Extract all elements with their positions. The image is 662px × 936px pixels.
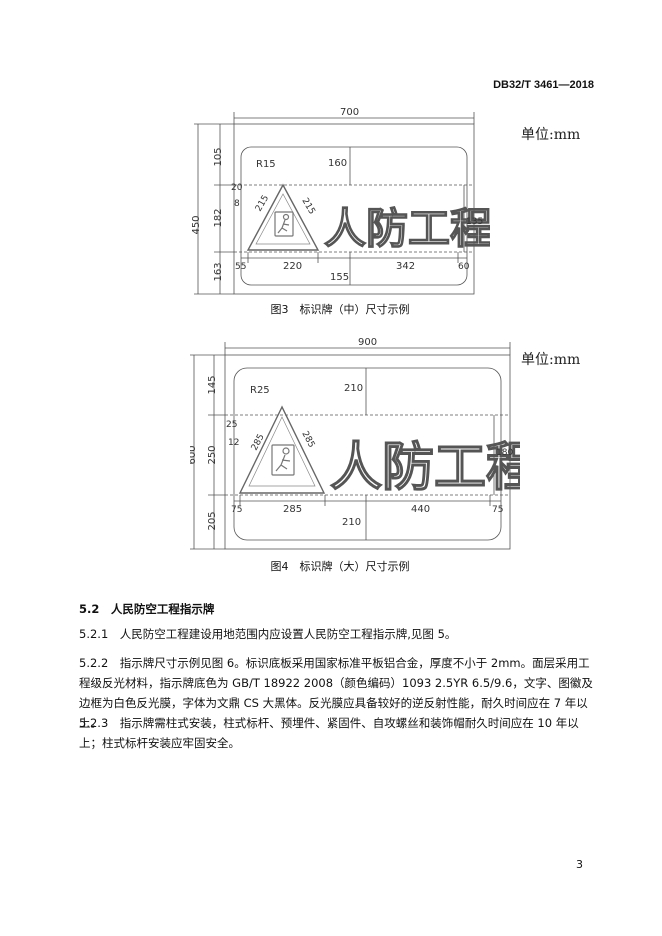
dim-bottom: 205 — [207, 511, 218, 530]
dim-left-margin: 55 — [235, 262, 246, 272]
dim-height: 450 — [191, 215, 202, 234]
figure-3-caption: 图3 标识牌（中）尺寸示例 — [270, 303, 410, 316]
unit-label-fig4: 单位:mm — [521, 352, 581, 368]
figure-4: 人防工程 900 600 145 250 205 25 12 R25 285 2… — [187, 335, 539, 555]
dim-width: 700 — [340, 107, 359, 118]
plate-outline — [233, 123, 475, 295]
figure-3-drawing: 人防工程 700 450 105 182 163 20 8 R15 215 21… — [191, 107, 493, 295]
dim-text-height: 180 — [496, 448, 513, 458]
dim-bottom-offset: 155 — [330, 272, 349, 283]
exit-person-icon — [271, 444, 295, 476]
section-title: 5.2 人民防空工程指示牌 — [79, 602, 215, 616]
figure-4-drawing: 人防工程 900 600 145 250 205 25 12 R25 285 2… — [187, 337, 539, 550]
inner-border — [233, 367, 502, 541]
document-id: DB32/T 3461—2018 — [493, 79, 594, 91]
figure-3: 人防工程 700 450 105 182 163 20 8 R15 215 21… — [190, 100, 493, 300]
paragraph-5-2-1: 5.2.1 人民防空工程建设用地范围内应设置人民防空工程指示牌,见图 5。 — [79, 627, 457, 641]
dim-bottom: 163 — [213, 262, 224, 281]
dim-tri-right: 215 — [299, 197, 316, 217]
triangle-emblem — [246, 183, 320, 251]
dim-right-margin: 75 — [492, 505, 503, 515]
dim-height: 600 — [190, 445, 198, 464]
unit-label-fig3: 单位:mm — [521, 127, 581, 143]
plate-outline — [224, 354, 511, 550]
dim-gap-b: 12 — [228, 438, 239, 448]
paragraph-5-2-3: 5.2.3 指示牌需柱式安装，柱式标杆、预埋件、紧固件、自攻螺丝和装饰帽耐久时间… — [79, 716, 579, 750]
page-number: 3 — [576, 858, 583, 871]
dim-text-height: 135 — [466, 217, 483, 227]
dim-bottom-offset: 210 — [342, 517, 361, 528]
dim-top: 145 — [207, 375, 218, 394]
dim-gap-b: 8 — [234, 199, 240, 209]
dim-left-margin: 75 — [231, 505, 242, 515]
dim-radius: R15 — [256, 159, 276, 170]
dim-tri-width: 285 — [283, 504, 302, 515]
figure-4-caption: 图4 标识牌（大）尺寸示例 — [270, 560, 410, 573]
dim-radius: R25 — [250, 385, 270, 396]
dim-gap-a: 20 — [231, 183, 243, 193]
dim-text-width: 440 — [411, 504, 430, 515]
dim-tri-width: 220 — [283, 261, 302, 272]
paragraph-5-2-2: 5.2.2 指示牌尺寸示例见图 6。标识底板采用国家标准平板铝合金，厚度不小于 … — [79, 656, 593, 730]
dim-right-margin: 60 — [458, 262, 470, 272]
inner-border — [240, 146, 468, 286]
dim-gap-a: 25 — [226, 420, 237, 430]
dim-width: 900 — [358, 337, 377, 348]
sign-text: 人防工程 — [330, 438, 520, 498]
dim-top: 105 — [213, 147, 224, 166]
dim-mid: 182 — [213, 208, 224, 227]
dim-top-offset: 210 — [344, 383, 363, 394]
triangle-emblem — [238, 405, 326, 494]
exit-person-icon — [274, 211, 294, 237]
dim-mid: 250 — [207, 445, 218, 464]
dim-top-offset: 160 — [328, 158, 347, 169]
sign-text: 人防工程 — [324, 204, 490, 253]
dim-text-width: 342 — [396, 261, 415, 272]
